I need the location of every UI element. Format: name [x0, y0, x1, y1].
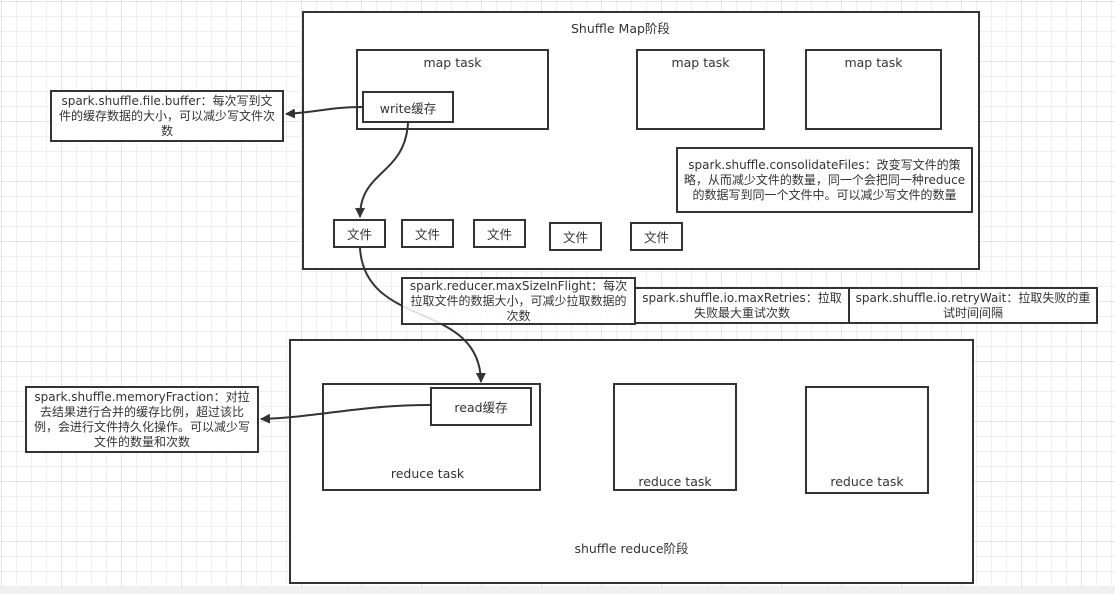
map-task-2[interactable]: map task — [636, 49, 765, 130]
note-consolidate-files[interactable]: spark.shuffle.consolidateFiles：改变写文件的策略，… — [676, 147, 973, 213]
reduce-task-label: reduce task — [830, 474, 904, 489]
file-2[interactable]: 文件 — [401, 219, 454, 248]
note-max-retries[interactable]: spark.shuffle.io.maxRetries：拉取失败最大重试次数 — [634, 287, 850, 324]
write-buffer[interactable]: write缓存 — [362, 91, 454, 123]
file-label: 文件 — [414, 227, 440, 242]
bottom-strip — [0, 587, 1115, 594]
note-max-retries-text: spark.shuffle.io.maxRetries：拉取失败最大重试次数 — [642, 290, 842, 320]
reduce-task-label: reduce task — [390, 466, 465, 481]
file-label: 文件 — [562, 230, 588, 245]
note-file-buffer-text: spark.shuffle.file.buffer：每次写到文件的缓存数据的大小… — [58, 93, 275, 138]
reduce-task-label: reduce task — [638, 474, 712, 489]
read-buffer[interactable]: read缓存 — [430, 387, 532, 426]
read-buffer-label: read缓存 — [454, 400, 508, 415]
map-stage-title: Shuffle Map阶段 — [571, 21, 670, 36]
write-buffer-label: write缓存 — [379, 100, 437, 116]
reduce-task-3[interactable]: reduce task — [805, 386, 929, 494]
file-1[interactable]: 文件 — [333, 219, 386, 248]
note-retry-wait[interactable]: spark.shuffle.io.retryWait：拉取失败的重试时间间隔 — [848, 287, 1098, 324]
file-4[interactable]: 文件 — [549, 222, 602, 251]
note-consolidate-files-text: spark.shuffle.consolidateFiles：改变写文件的策略，… — [683, 157, 966, 202]
map-task-label: map task — [671, 55, 730, 70]
note-retry-wait-text: spark.shuffle.io.retryWait：拉取失败的重试时间间隔 — [855, 290, 1091, 320]
file-3[interactable]: 文件 — [473, 219, 526, 248]
reduce-stage-title: shuffle reduce阶段 — [574, 541, 689, 556]
note-max-size-in-flight-text: spark.reducer.maxSizeInFlight：每次拉取文件的数据大… — [409, 278, 628, 323]
map-task-label: map task — [844, 55, 903, 70]
reduce-task-2[interactable]: reduce task — [613, 383, 737, 491]
note-file-buffer[interactable]: spark.shuffle.file.buffer：每次写到文件的缓存数据的大小… — [50, 90, 284, 142]
file-label: 文件 — [643, 230, 669, 245]
file-5[interactable]: 文件 — [630, 222, 683, 251]
note-memory-fraction[interactable]: spark.shuffle.memoryFraction：对拉去结果进行合并的缓… — [25, 386, 259, 453]
map-task-3[interactable]: map task — [805, 49, 942, 130]
file-label: 文件 — [346, 227, 372, 242]
map-task-label: map task — [423, 55, 482, 70]
note-max-size-in-flight[interactable]: spark.reducer.maxSizeInFlight：每次拉取文件的数据大… — [401, 277, 636, 325]
file-label: 文件 — [486, 227, 512, 242]
note-memory-fraction-text: spark.shuffle.memoryFraction：对拉去结果进行合并的缓… — [33, 389, 250, 449]
